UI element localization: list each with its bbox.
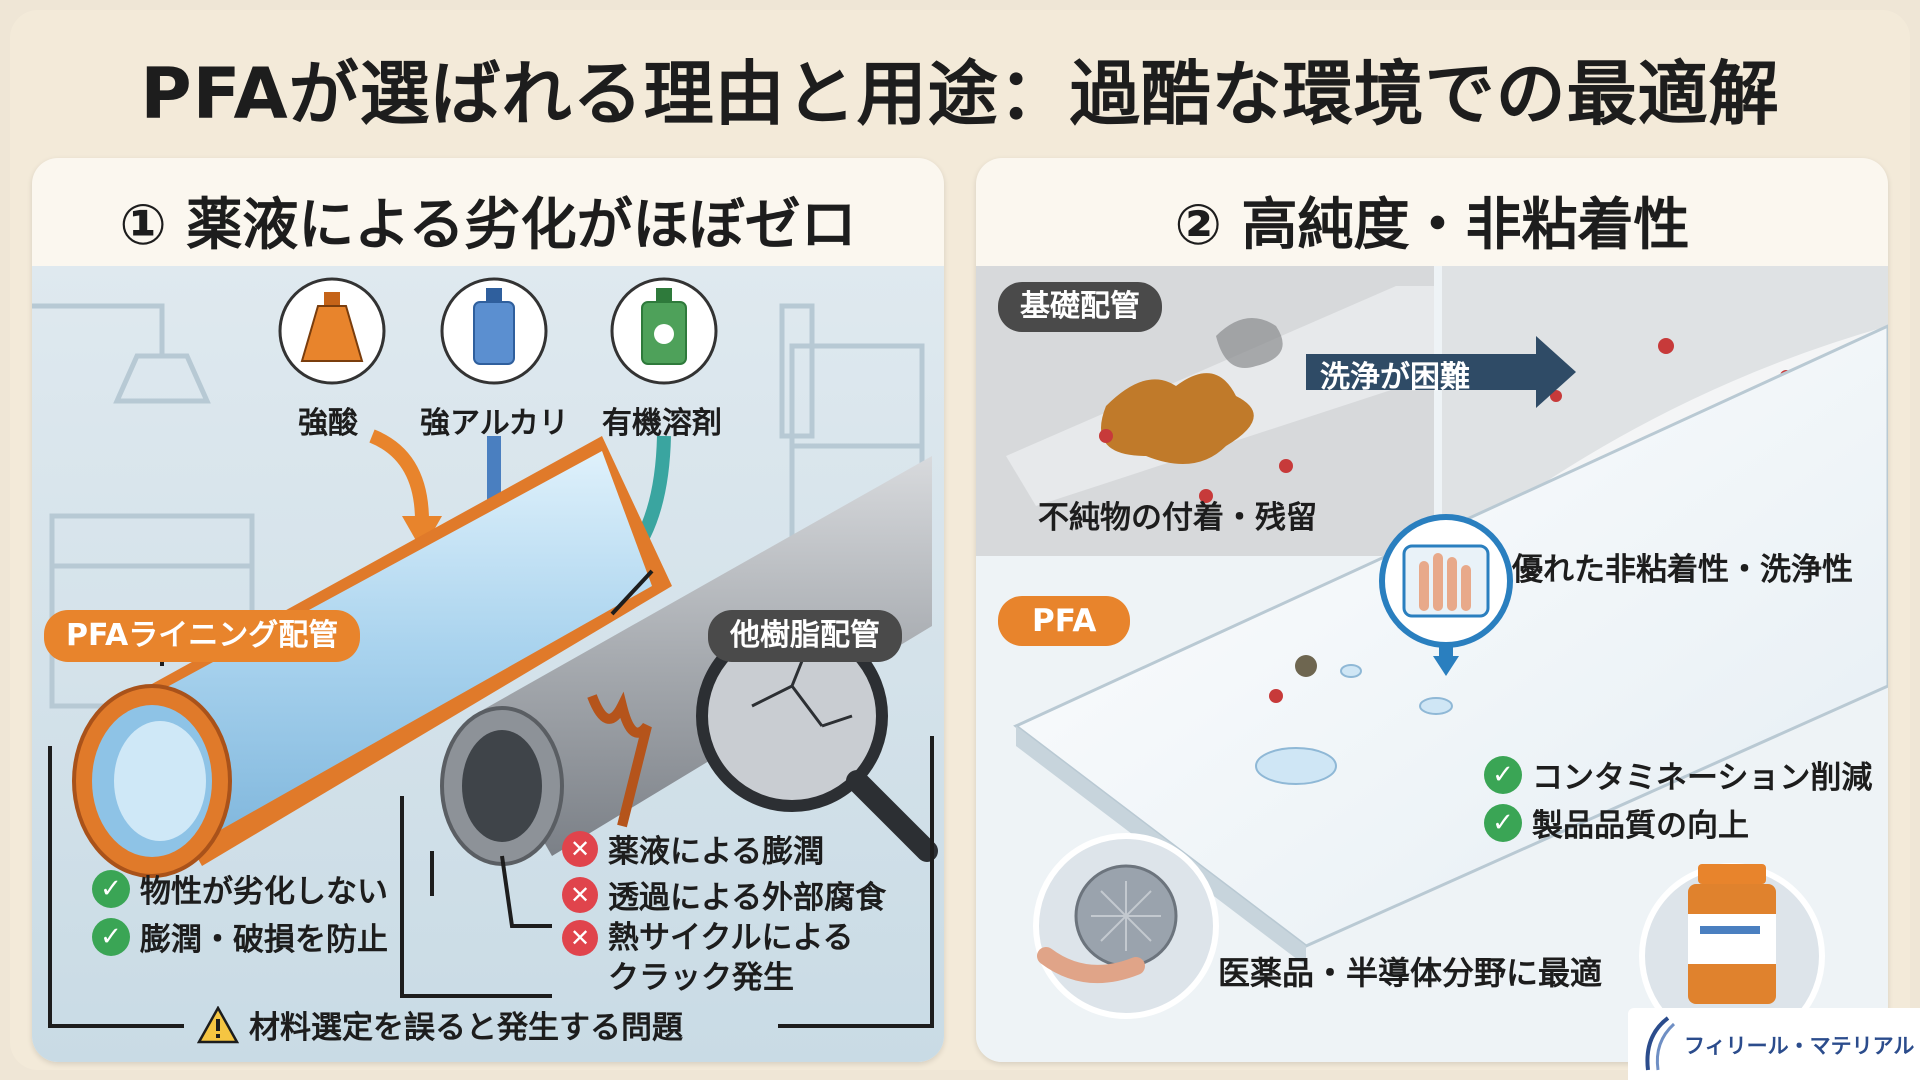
check-icon: ✓ [1484, 803, 1522, 842]
medicine-bottle-icon [1639, 863, 1825, 1049]
magnifier-crack-icon [696, 620, 938, 862]
check-icon: ✓ [1484, 755, 1522, 794]
pfa-benefit-item: ✓ 膨潤・破損を防止 [92, 914, 388, 959]
water-droplet-icon [1255, 747, 1337, 785]
cross-icon: ✕ [562, 920, 598, 956]
chem-label-strong-acid: 強酸 [298, 406, 358, 441]
pfa-pipe-label: PFAライニング配管 [44, 610, 361, 662]
base-pipe-label: 基礎配管 [998, 282, 1162, 332]
panel-heading-chemical: ① 薬液による劣化がほぼゼロ [119, 193, 857, 258]
cross-icon: ✕ [562, 830, 598, 867]
pfa-lined-pipe-icon [72, 436, 672, 878]
purity-benefit-item: ✓ コンタミネーション削減 [1484, 752, 1872, 797]
strong-alkali-bottle-icon [440, 277, 548, 385]
surface-scene: 基礎配管 不純物の付着・残留 洗浄が困難 PFA 優れた非粘着性・洗浄性 ✓ コ… [976, 266, 1888, 1062]
problem-item: ✕ 薬液による膨潤 [562, 826, 824, 871]
other-resin-pipe-icon [440, 456, 932, 866]
panel-chemical-resistance: ① 薬液による劣化がほぼゼロ [32, 158, 944, 1062]
logo-swoosh-icon [1645, 1016, 1676, 1071]
company-logo: フィリール・マテリアル [1628, 1008, 1920, 1080]
bracket-lines [48, 569, 934, 1028]
strong-acid-bottle-icon [278, 277, 386, 385]
other-resin-pipe-label: 他樹脂配管 [708, 610, 902, 662]
wipe-cleaning-icon [1379, 514, 1513, 676]
panel-heading-purity: ② 高純度・非粘着性 [1174, 193, 1690, 258]
acid-arrow-icon [369, 429, 429, 522]
cleaning-difficult-label: 洗浄が困難 [1320, 360, 1470, 395]
problem-item: ✕ 透過による外部腐食 [562, 872, 886, 917]
chem-label-organic-solvent: 有機溶剤 [602, 406, 722, 441]
cleaning-arrow-icon [1306, 336, 1576, 408]
logo-text: フィリール・マテリアル [1684, 1034, 1915, 1058]
problem-item: ✕ 熱サイクルによる クラック発生 [562, 918, 854, 998]
check-icon: ✓ [92, 917, 130, 956]
check-icon: ✓ [92, 869, 130, 908]
residue-label: 不純物の付着・残留 [1038, 500, 1317, 536]
panel-purity-nonstick: ② 高純度・非粘着性 [976, 158, 1888, 1062]
pfa-label: PFA [998, 596, 1131, 646]
semiconductor-wafer-icon [1033, 833, 1219, 1019]
organic-solvent-bottle-icon [610, 277, 718, 385]
pipe-illustration [32, 266, 944, 1062]
page-title: PFAが選ばれる理由と用途：過酷な環境での最適解 [140, 53, 1780, 135]
pipe-scene: 強酸 強アルカリ 有機溶剤 PFAライニング配管 他樹脂配管 ✓ 物性が劣化しな… [32, 266, 944, 1062]
residue-stain-icon [1101, 373, 1254, 464]
warning-caption: 材料選定を誤ると発生する問題 [197, 1002, 683, 1047]
application-label: 医薬品・半導体分野に最適 [1218, 954, 1603, 992]
chem-label-strong-alkali: 強アルカリ [420, 406, 569, 441]
pfa-benefit-item: ✓ 物性が劣化しない [92, 866, 388, 911]
purity-benefit-item: ✓ 製品品質の向上 [1484, 800, 1749, 845]
cross-icon: ✕ [562, 876, 598, 913]
warning-icon [197, 1005, 239, 1043]
non-stick-label: 優れた非粘着性・洗浄性 [1512, 552, 1853, 588]
